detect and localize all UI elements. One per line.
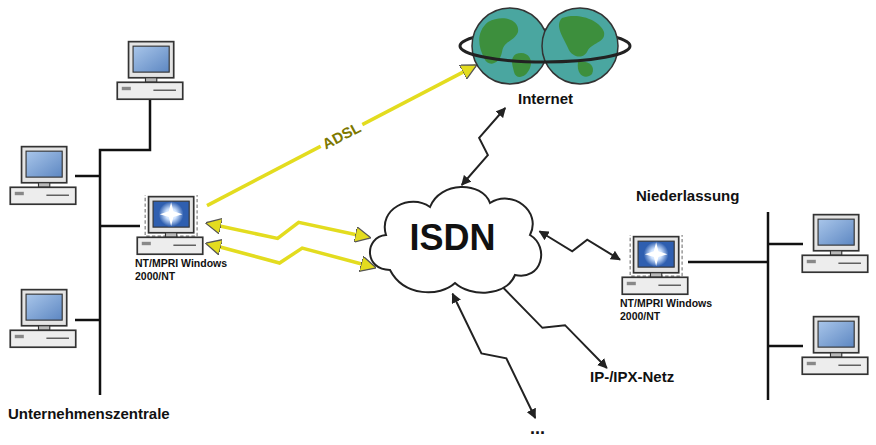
server-computer: NT/MPRI Windows 2000/NT [620, 235, 720, 323]
globe-icon [458, 2, 633, 90]
isdn-adsl-link [207, 222, 369, 238]
network-link [462, 108, 506, 185]
network-link [453, 294, 536, 418]
site-label: Niederlassung [636, 187, 739, 204]
link-label: ADSL [317, 117, 366, 154]
isdn-adsl-link [207, 66, 476, 206]
node-label: Internet [458, 90, 633, 108]
server-caption: NT/MPRI Windows 2000/NT [620, 297, 716, 323]
server-computer: NT/MPRI Windows 2000/NT [135, 195, 235, 283]
more-networks: ... [530, 418, 545, 440]
server-caption: NT/MPRI Windows 2000/NT [135, 257, 231, 283]
node-label: IP-/IPX-Netz [590, 368, 674, 386]
network-link [539, 231, 620, 259]
isdn-cloud: ISDN [360, 175, 545, 300]
server-icon [620, 235, 690, 297]
server-icon [135, 195, 205, 257]
internet-globe: Internet [458, 2, 633, 108]
network-endpoint: IP-/IPX-Netz [590, 368, 674, 386]
isdn-adsl-link [207, 244, 375, 268]
network-link [501, 285, 607, 368]
cloud-title: ISDN [409, 216, 495, 259]
site-label: Unternehmenszentrale [8, 405, 170, 422]
node-label: ... [530, 418, 545, 440]
